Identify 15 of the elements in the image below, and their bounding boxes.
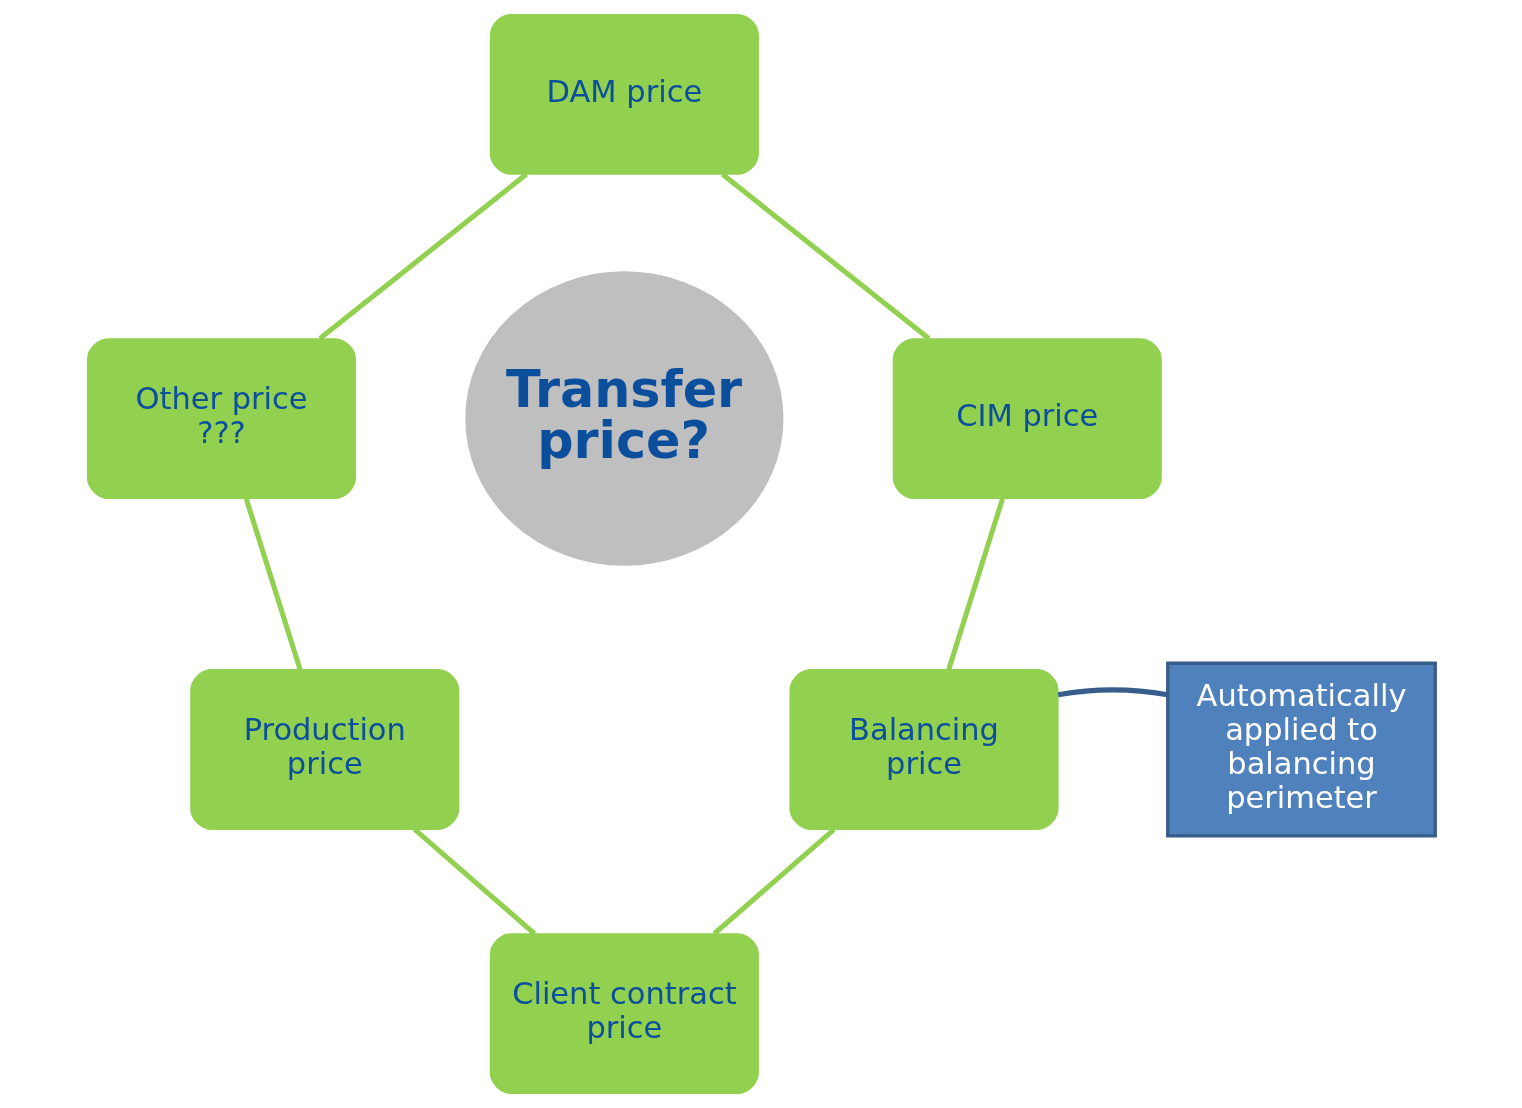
node-box: DAM price bbox=[489, 14, 759, 175]
connector bbox=[712, 827, 836, 936]
node-circle: Transfer price? bbox=[464, 271, 783, 566]
connector bbox=[720, 172, 930, 341]
connector bbox=[317, 172, 528, 341]
node-box: Automatically applied to balancing perimeter bbox=[1165, 661, 1437, 838]
node-box: Other price ??? bbox=[86, 338, 356, 499]
connector bbox=[243, 497, 302, 671]
node-box: CIM price bbox=[892, 338, 1162, 499]
connector bbox=[945, 497, 1005, 671]
connector bbox=[412, 827, 536, 936]
node-box: Balancing price bbox=[788, 669, 1059, 830]
connector bbox=[1057, 687, 1168, 698]
node-box: Production price bbox=[189, 669, 459, 830]
node-box: Client contract price bbox=[489, 933, 759, 1094]
